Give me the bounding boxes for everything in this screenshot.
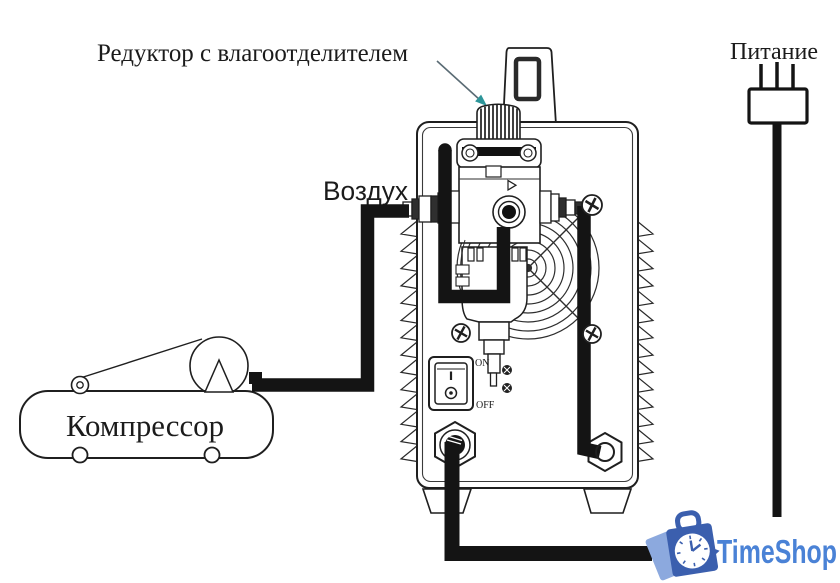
arrowhead-icon (475, 94, 487, 106)
power-plug (747, 62, 809, 125)
logo-bag-icon (666, 510, 720, 577)
logo-text: TimeShop (717, 533, 837, 570)
motor-wedge (203, 358, 235, 393)
switch-off-mark (444, 386, 458, 400)
panel-screw (581, 194, 603, 216)
carry-handle (502, 47, 557, 126)
logo-tag (709, 547, 720, 559)
compressor-tank (19, 390, 274, 459)
compressor (19, 336, 274, 464)
internal-air-hose (438, 143, 511, 304)
label-air: Воздух (323, 176, 408, 206)
air-hose (249, 204, 409, 392)
gland-hatch (446, 435, 463, 445)
timeshop-logo: TimeShop (645, 510, 837, 581)
wheel-left (71, 446, 89, 464)
drain-body (478, 321, 510, 341)
plasma-cutter-machine: ON OFF (399, 47, 655, 514)
belt-line-top (73, 338, 203, 381)
label-power: Питание (730, 39, 818, 65)
indicator-screw (502, 383, 512, 393)
work-cable-connector-ring (595, 442, 615, 462)
drain-valve-tip (489, 372, 498, 387)
regulator-pointer-arrow (436, 60, 487, 106)
flow-direction-icon (507, 179, 518, 192)
regulator-flange (456, 138, 542, 169)
panel-screw (451, 323, 471, 343)
label-compressor: Компрессор (66, 408, 224, 443)
torch-cable (444, 442, 652, 561)
heatsink-fins-right (636, 219, 655, 463)
power-switch (428, 356, 474, 411)
internal-torch-line (577, 206, 602, 460)
machine-foot-right (582, 488, 633, 514)
heatsink-fins-left (399, 219, 418, 463)
label-switch-off: OFF (476, 400, 495, 411)
label-regulator: Редуктор с влагоотделителем (97, 40, 408, 67)
machine-case-inner (421, 126, 634, 483)
clock-hand-hour (689, 540, 694, 552)
panel-screw (582, 324, 602, 344)
indicator-screw (502, 365, 512, 375)
label-switch-on: ON (475, 358, 489, 369)
wheel-right (203, 446, 221, 464)
clock-hand-minute (691, 543, 702, 552)
